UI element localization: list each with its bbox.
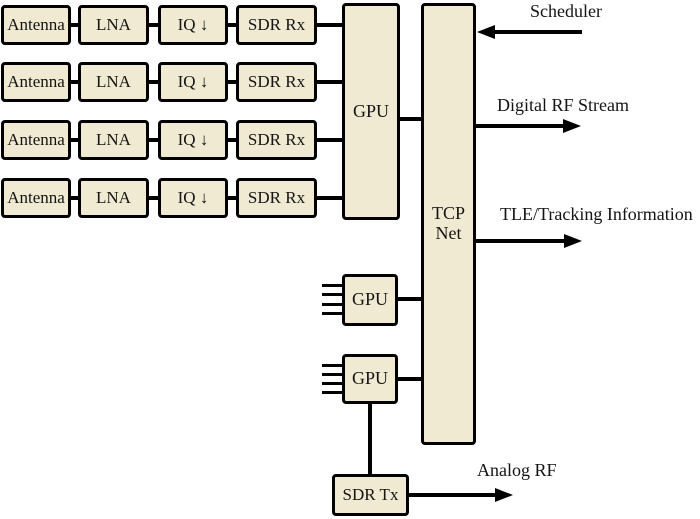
gpu-pin-stub xyxy=(322,391,342,394)
iq-downconvert-box: IQ ↓ xyxy=(158,5,228,45)
connector xyxy=(71,80,78,84)
gpu-pin-stub xyxy=(322,373,342,376)
connector xyxy=(228,196,236,200)
lna-box: LNA xyxy=(78,178,149,218)
scheduler-arrowhead-icon xyxy=(477,25,495,39)
rx-chain-row: Antenna LNA IQ ↓ SDR Rx xyxy=(0,5,342,45)
connector-gpu1-tcp xyxy=(398,297,421,301)
sdr-rx-box: SDR Rx xyxy=(236,62,317,102)
scheduler-arrow-line xyxy=(492,30,582,34)
gpu-pin-stub xyxy=(322,364,342,367)
connector-gpu-tcp xyxy=(400,117,421,121)
connector xyxy=(149,196,158,200)
iq-downconvert-box: IQ ↓ xyxy=(158,62,228,102)
sdr-tx-box: SDR Tx xyxy=(332,474,409,516)
connector xyxy=(228,23,236,27)
gpu-pin-stub xyxy=(322,312,342,315)
connector xyxy=(228,80,236,84)
tle-arrowhead-icon xyxy=(564,234,582,248)
digital-rf-arrow-line xyxy=(476,124,564,128)
scheduler-label: Scheduler xyxy=(530,1,602,21)
sdr-rx-box: SDR Rx xyxy=(236,120,317,160)
tcp-net-label-line2: Net xyxy=(435,223,462,243)
connector xyxy=(149,138,158,142)
tcp-net-label-line1: TCP xyxy=(431,203,465,224)
analog-rf-label: Analog RF xyxy=(477,460,557,480)
lna-box: LNA xyxy=(78,120,149,160)
analog-rf-arrow-line xyxy=(409,493,496,497)
connector-gpu2-tcp xyxy=(398,377,421,381)
gpu-pin-stub xyxy=(322,382,342,385)
connector-gpu2-sdrtx xyxy=(368,404,372,474)
connector xyxy=(317,23,342,27)
connector xyxy=(149,23,158,27)
rx-chain-row: Antenna LNA IQ ↓ SDR Rx xyxy=(0,120,342,160)
digital-rf-stream-label: Digital RF Stream xyxy=(497,95,629,115)
connector xyxy=(71,138,78,142)
antenna-box: Antenna xyxy=(1,5,71,45)
gpu-main-box: GPU xyxy=(342,3,400,220)
antenna-box: Antenna xyxy=(1,120,71,160)
connector xyxy=(317,138,342,142)
rx-chain-row: Antenna LNA IQ ↓ SDR Rx xyxy=(0,178,342,218)
lna-box: LNA xyxy=(78,62,149,102)
connector xyxy=(317,80,342,84)
antenna-box: Antenna xyxy=(1,178,71,218)
tcp-net-box: TCP Net xyxy=(421,3,476,445)
rx-chain-row: Antenna LNA IQ ↓ SDR Rx xyxy=(0,62,342,102)
digital-rf-arrowhead-icon xyxy=(563,119,581,133)
gpu-small-2-box: GPU xyxy=(342,354,398,404)
sdr-rx-box: SDR Rx xyxy=(236,5,317,45)
tle-arrow-line xyxy=(476,239,565,243)
sdr-rx-box: SDR Rx xyxy=(236,178,317,218)
lna-box: LNA xyxy=(78,5,149,45)
tle-tracking-label: TLE/Tracking Information xyxy=(500,204,693,224)
connector xyxy=(71,196,78,200)
connector xyxy=(71,23,78,27)
gpu-pin-stub xyxy=(322,303,342,306)
iq-downconvert-box: IQ ↓ xyxy=(158,120,228,160)
analog-rf-arrowhead-icon xyxy=(495,488,513,502)
connector xyxy=(149,80,158,84)
antenna-box: Antenna xyxy=(1,62,71,102)
iq-downconvert-box: IQ ↓ xyxy=(158,178,228,218)
gpu-pin-stub xyxy=(322,284,342,287)
gpu-pin-stub xyxy=(322,293,342,296)
connector xyxy=(317,196,342,200)
gpu-small-1-box: GPU xyxy=(342,274,398,326)
connector xyxy=(228,138,236,142)
